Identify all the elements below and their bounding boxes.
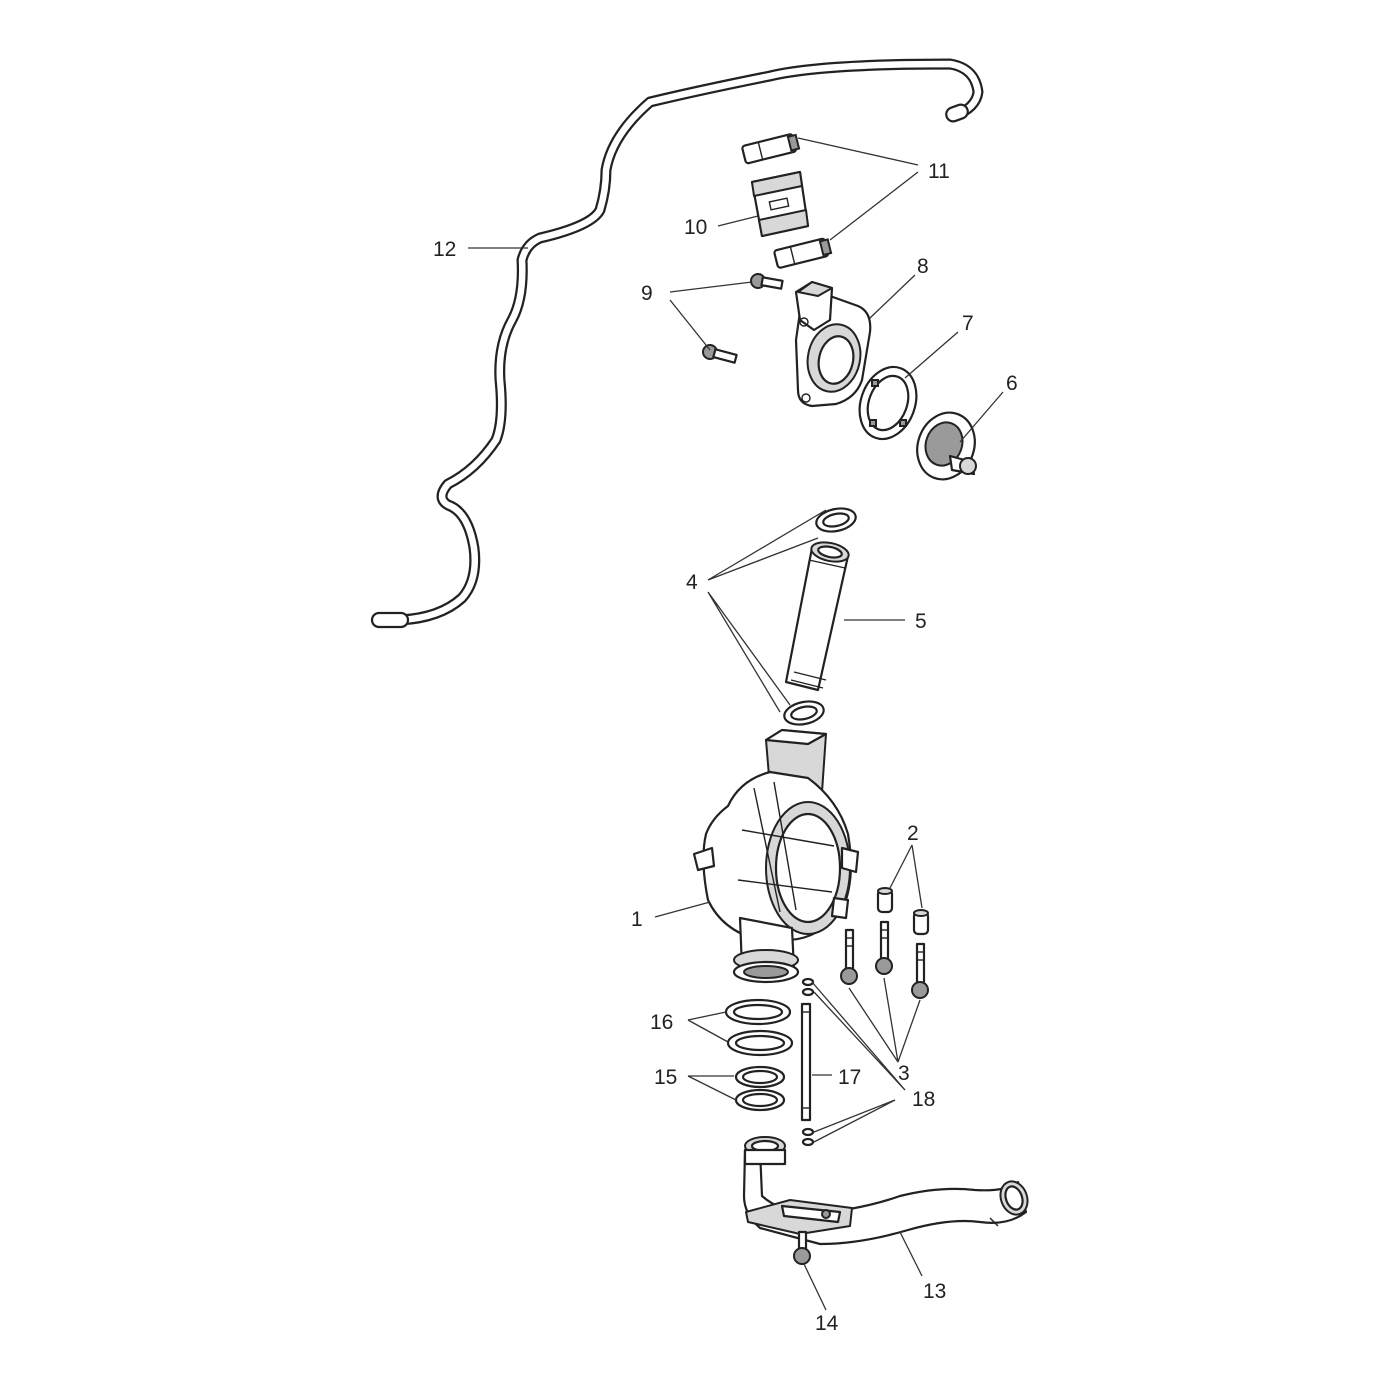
- callout-labels: 1 2 3 4 5 6 7 8 9 10 11 12 13 14 15 16 1…: [433, 160, 1018, 1335]
- leader-lines: [468, 137, 1004, 1311]
- part-11-sleeve-lower: [773, 237, 833, 269]
- leader-4: [707, 509, 827, 713]
- callout-15: 15: [654, 1066, 677, 1089]
- callout-5: 5: [915, 610, 927, 633]
- callout-9: 9: [641, 282, 653, 305]
- leader-13: [899, 1231, 923, 1277]
- part-18-washer-b: [801, 987, 815, 997]
- leader-15: [687, 1075, 737, 1101]
- callout-11: 11: [928, 160, 950, 183]
- part-18-washer-d: [801, 1137, 815, 1147]
- leader-1: [654, 901, 711, 918]
- part-3-bolt-right: [911, 942, 929, 999]
- callout-12: 12: [433, 238, 456, 261]
- part-11-sleeve-upper: [741, 133, 801, 165]
- part-16-o-ring-upper: [724, 998, 792, 1026]
- part-18-washer-c: [801, 1127, 815, 1137]
- part-17-stud: [800, 1002, 812, 1122]
- part-16-o-ring-lower: [726, 1029, 794, 1057]
- callout-3: 3: [898, 1062, 910, 1085]
- part-4-o-ring-upper: [815, 507, 857, 533]
- part-18-washer-a: [801, 977, 815, 987]
- leader-11: [797, 137, 919, 241]
- part-14-bolt: [793, 1230, 811, 1265]
- part-1-pump-housing: [692, 728, 860, 984]
- part-4-o-ring-lower: [783, 700, 825, 726]
- callout-6: 6: [1006, 372, 1018, 395]
- callout-10: 10: [684, 216, 707, 239]
- callout-18: 18: [912, 1088, 935, 1111]
- leader-10: [717, 215, 759, 227]
- part-12-bent-tube: [370, 58, 984, 629]
- leader-3: [848, 977, 921, 1063]
- callout-8: 8: [917, 255, 929, 278]
- leader-16: [687, 1011, 729, 1043]
- leader-6: [959, 391, 1004, 443]
- part-2-dowel-right: [912, 909, 930, 936]
- callout-13: 13: [923, 1280, 946, 1303]
- callout-1: 1: [631, 908, 643, 931]
- callout-4: 4: [686, 571, 698, 594]
- callout-17: 17: [838, 1066, 861, 1089]
- part-15-o-ring-lower: [734, 1088, 786, 1112]
- leader-8: [869, 274, 916, 319]
- callout-16: 16: [650, 1011, 673, 1034]
- part-9-bolt-lower: [702, 344, 738, 364]
- part-8-thermostat-housing: [794, 280, 872, 408]
- leader-18: [811, 981, 906, 1143]
- leader-2: [889, 844, 923, 909]
- part-13-outlet-pipe: [742, 1136, 1029, 1246]
- leader-14: [803, 1263, 827, 1311]
- part-15-o-ring-upper: [734, 1065, 786, 1089]
- part-3-bolt-middle: [875, 920, 893, 975]
- callout-2: 2: [907, 822, 919, 845]
- part-10-hose-coupling: [750, 170, 810, 238]
- callout-14: 14: [815, 1312, 839, 1335]
- part-7-gasket: [858, 365, 918, 441]
- part-9-bolt-upper: [750, 273, 784, 290]
- part-5-pipe: [784, 541, 850, 692]
- part-6-thermostat: [916, 411, 977, 481]
- part-2-dowel-left: [876, 887, 894, 914]
- callout-7: 7: [962, 312, 974, 335]
- part-3-bolt-left: [840, 928, 858, 985]
- leader-7: [904, 331, 959, 379]
- leader-9: [669, 281, 753, 351]
